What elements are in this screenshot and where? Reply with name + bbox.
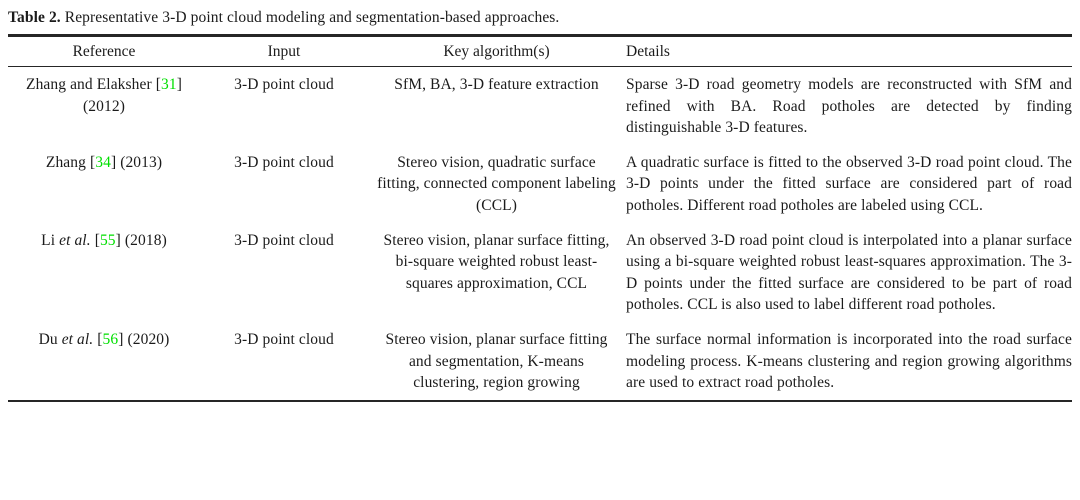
author-name: Zhang — [45, 153, 86, 171]
et-al-text: et al. — [55, 231, 91, 249]
details-cell: The surface normal information is incorp… — [626, 331, 1072, 392]
publication-year: (2020) — [127, 331, 170, 349]
column-header-input: Input — [267, 42, 301, 60]
input-cell: 3-D point cloud — [234, 231, 334, 249]
algorithms-cell: Stereo vision, planar surface fitting, b… — [383, 231, 610, 292]
citation-open-bracket: [ — [89, 153, 96, 171]
algorithms-cell: Stereo vision, planar surface fitting an… — [385, 331, 608, 392]
table-row: Zhang and Elaksher [31] (2012) 3-D point… — [8, 67, 1072, 145]
algorithms-cell: SfM, BA, 3-D feature extraction — [394, 76, 599, 94]
citation-open-bracket: [ — [155, 76, 162, 94]
citation-link[interactable]: 56 — [102, 331, 119, 349]
table-row: Zhang [34] (2013) 3-D point cloud Stereo… — [8, 145, 1072, 223]
reference-cell: Li et al. [55] (2018) — [8, 230, 200, 316]
publication-year: (2013) — [120, 153, 163, 171]
column-header-reference: Reference — [72, 42, 136, 60]
table-row: Li et al. [55] (2018) 3-D point cloud St… — [8, 223, 1072, 322]
citation-link[interactable]: 31 — [161, 76, 177, 94]
input-cell: 3-D point cloud — [234, 76, 334, 94]
table-row: Du et al. [56] (2020) 3-D point cloud St… — [8, 322, 1072, 400]
reference-cell: Zhang and Elaksher [31] (2012) — [8, 74, 200, 139]
author-name: Li — [41, 231, 56, 249]
citation-link[interactable]: 55 — [99, 231, 116, 249]
publication-year: (2012) — [83, 97, 125, 115]
details-cell: Sparse 3-D road geometry models are reco… — [626, 76, 1072, 137]
column-header-details: Details — [626, 42, 670, 60]
details-cell: A quadratic surface is fitted to the obs… — [626, 153, 1072, 215]
table-header-row: Reference Input Key algorithm(s) Details — [8, 37, 1072, 66]
input-cell: 3-D point cloud — [234, 331, 334, 349]
citation-link[interactable]: 34 — [95, 153, 111, 171]
table-caption-label: Table 2. — [8, 9, 61, 26]
et-al-text: et al. — [57, 331, 94, 349]
publication-year: (2018) — [124, 231, 167, 249]
details-cell: An observed 3-D road point cloud is inte… — [626, 231, 1072, 314]
column-header-key-algorithms: Key algorithm(s) — [443, 42, 550, 60]
table-top-rule — [8, 34, 1072, 37]
author-name: Zhang and Elaksher — [26, 76, 152, 94]
author-name: Du — [38, 331, 58, 349]
table-caption-text: Representative 3-D point cloud modeling … — [64, 9, 560, 26]
citation-open-bracket: [ — [94, 231, 100, 249]
table-header-rule — [8, 65, 1072, 68]
citation-close-bracket: ] — [110, 153, 117, 171]
input-cell: 3-D point cloud — [234, 153, 334, 171]
citation-open-bracket: [ — [97, 331, 103, 349]
citation-close-bracket: ] — [118, 331, 124, 349]
table-caption: Table 2. Representative 3-D point cloud … — [8, 8, 1070, 28]
table-bottom-rule — [8, 399, 1072, 403]
algorithms-cell: Stereo vision, quadratic surface fitting… — [377, 153, 616, 215]
reference-cell: Du et al. [56] (2020) — [8, 329, 200, 394]
citation-close-bracket: ] — [176, 76, 182, 94]
citation-close-bracket: ] — [115, 231, 121, 249]
reference-cell: Zhang [34] (2013) — [8, 152, 200, 217]
